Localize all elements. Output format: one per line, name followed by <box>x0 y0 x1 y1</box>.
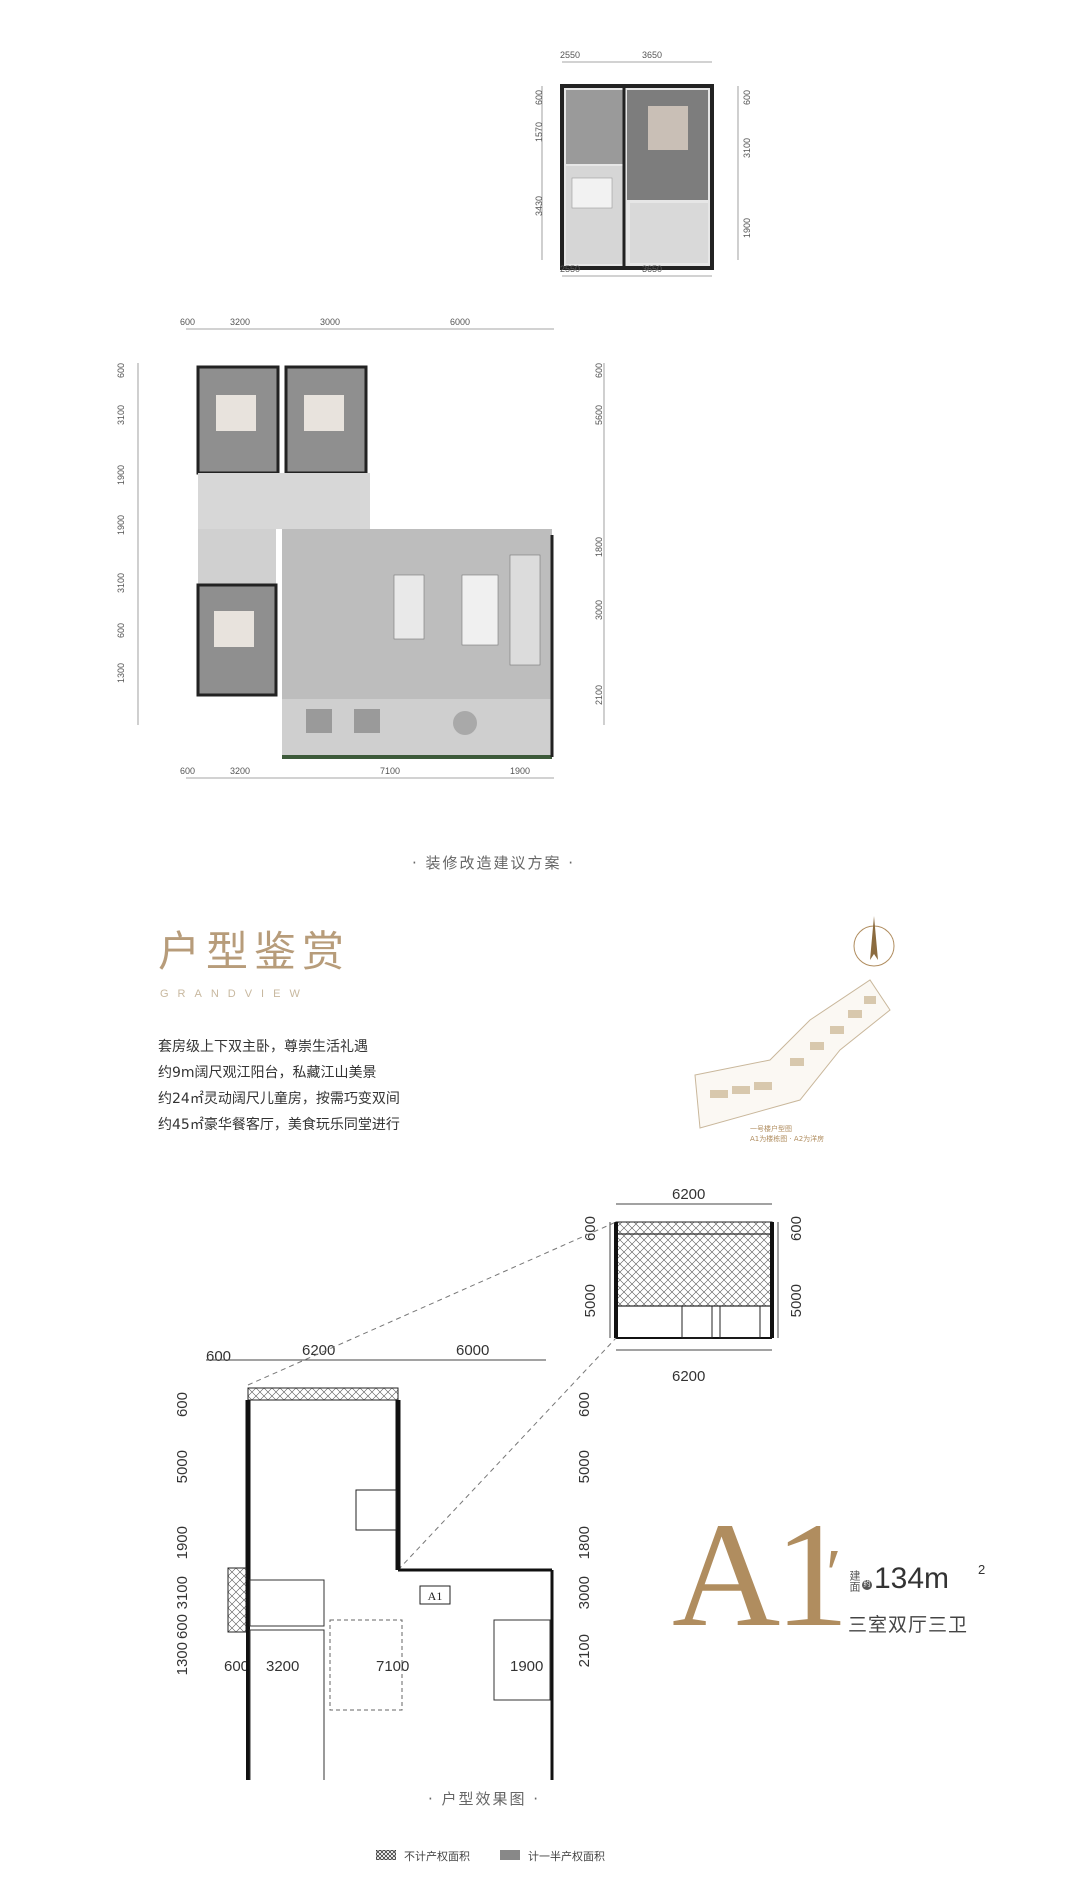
dim-right-2: 3100 <box>742 138 752 159</box>
site-map: 一号楼户型图 A1为楼栋图 · A2为洋房 <box>680 910 920 1143</box>
dim-left-2: 3100 <box>116 405 126 426</box>
unit-tag: A1 <box>427 1589 443 1603</box>
legend-label: 不计产权面积 <box>404 1850 470 1863</box>
dim-top-2: 3650 <box>642 50 663 60</box>
unit-code: A1 <box>672 1492 849 1658</box>
dim-top-2: 3200 <box>230 317 251 327</box>
dim-right-5: 2100 <box>594 685 604 706</box>
layout-label: 三室双厅三卫 <box>848 1614 969 1636</box>
dim-top-1: 600 <box>206 1348 232 1365</box>
dim-right-3: 1900 <box>742 218 752 239</box>
area-unit-sup: 2 <box>978 1562 986 1577</box>
dim-left-4: 1900 <box>116 515 126 536</box>
feature-item: 套房级上下双主卧，尊崇生活礼遇 <box>158 1039 368 1055</box>
dim-bottom-4: 1900 <box>510 766 531 776</box>
line-plan-upper: 6200 6200 600 5000 600 5000 <box>582 1180 828 1390</box>
line-plans-drawing <box>206 1203 779 1780</box>
legend-label: 计一半产权面积 <box>528 1850 605 1863</box>
dim-left-5: 3100 <box>116 573 126 594</box>
dim-top-4: 6000 <box>450 317 471 327</box>
main-plan-drawing <box>137 328 605 779</box>
feature-item: 约45㎡豪华餐客厅，美食玩乐同堂进行 <box>158 1117 400 1133</box>
main-floor-plan: 600 3200 3000 6000 600 3100 1900 1900 31… <box>110 305 630 805</box>
area-value: 134m <box>874 1562 950 1595</box>
dim-top-3: 3000 <box>320 317 341 327</box>
dim-top-3: 6000 <box>456 1342 490 1359</box>
site-map-caption: A1为楼栋图 · A2为洋房 <box>750 1135 825 1143</box>
legend-swatch-crosshatch <box>376 1850 396 1860</box>
unit-code-prime: ′ <box>826 1536 842 1613</box>
dim-left-3: 3430 <box>534 196 544 217</box>
dim-bottom-1: 600 <box>180 766 196 776</box>
dim-right-2: 5600 <box>594 405 604 426</box>
top-floor-plan: 2550 3650 600 1570 3430 600 3100 1900 25… <box>520 38 760 288</box>
dim-bottom: 6200 <box>672 1368 706 1385</box>
dim-right-3: 1800 <box>594 537 604 558</box>
dim-bottom-2: 3650 <box>642 264 663 274</box>
dim-left-3: 1900 <box>116 465 126 486</box>
dim-bottom-3: 7100 <box>376 1658 410 1675</box>
dim-bottom-2: 3200 <box>230 766 251 776</box>
top-plan-drawing <box>541 61 739 277</box>
dim-left-7: 1300 <box>116 663 126 684</box>
dim-right-1: 600 <box>594 363 604 379</box>
dim-right-1: 600 <box>742 90 752 106</box>
line-plan-lower: 600 6200 6000 600 5000 1900 3100 600 130… <box>174 1340 620 1680</box>
dim-left-1: 600 <box>116 363 126 379</box>
dim-left-2: 1570 <box>534 122 544 143</box>
dim-bottom-1: 600 <box>224 1658 250 1675</box>
dim-bottom-3: 7100 <box>380 766 401 776</box>
feature-item: 约9m阔尺观江阳台，私藏江山美景 <box>158 1065 377 1081</box>
dim-left-6: 600 <box>116 623 126 639</box>
caption-effect: · 户型效果图 · <box>428 1790 541 1808</box>
page-title: 户型鉴赏 <box>158 927 351 976</box>
legend-swatch-gray <box>500 1850 520 1860</box>
dim-left-1: 600 <box>534 90 544 106</box>
site-map-drawing <box>694 979 891 1129</box>
dim-bottom-1: 2550 <box>560 264 581 274</box>
site-map-caption: 一号楼户型图 <box>750 1125 792 1133</box>
compass-icon <box>853 916 895 967</box>
dim-top-2: 6200 <box>302 1342 336 1359</box>
area-label: 建面 <box>848 1570 860 1592</box>
dim-top-1: 2550 <box>560 50 581 60</box>
area-prefix: 约 <box>862 1580 872 1590</box>
dim-bottom-4: 1900 <box>510 1658 544 1675</box>
page-subtitle: GRANDVIEW <box>160 988 309 1000</box>
dim-top: 6200 <box>672 1186 706 1203</box>
dim-bottom-2: 3200 <box>266 1658 300 1675</box>
dim-right-4: 3000 <box>594 600 604 621</box>
feature-item: 约24㎡灵动阔尺儿童房，按需巧变双间 <box>158 1091 400 1107</box>
caption-renovation: · 装修改造建议方案 · <box>412 854 576 872</box>
dim-top-1: 600 <box>180 317 196 327</box>
